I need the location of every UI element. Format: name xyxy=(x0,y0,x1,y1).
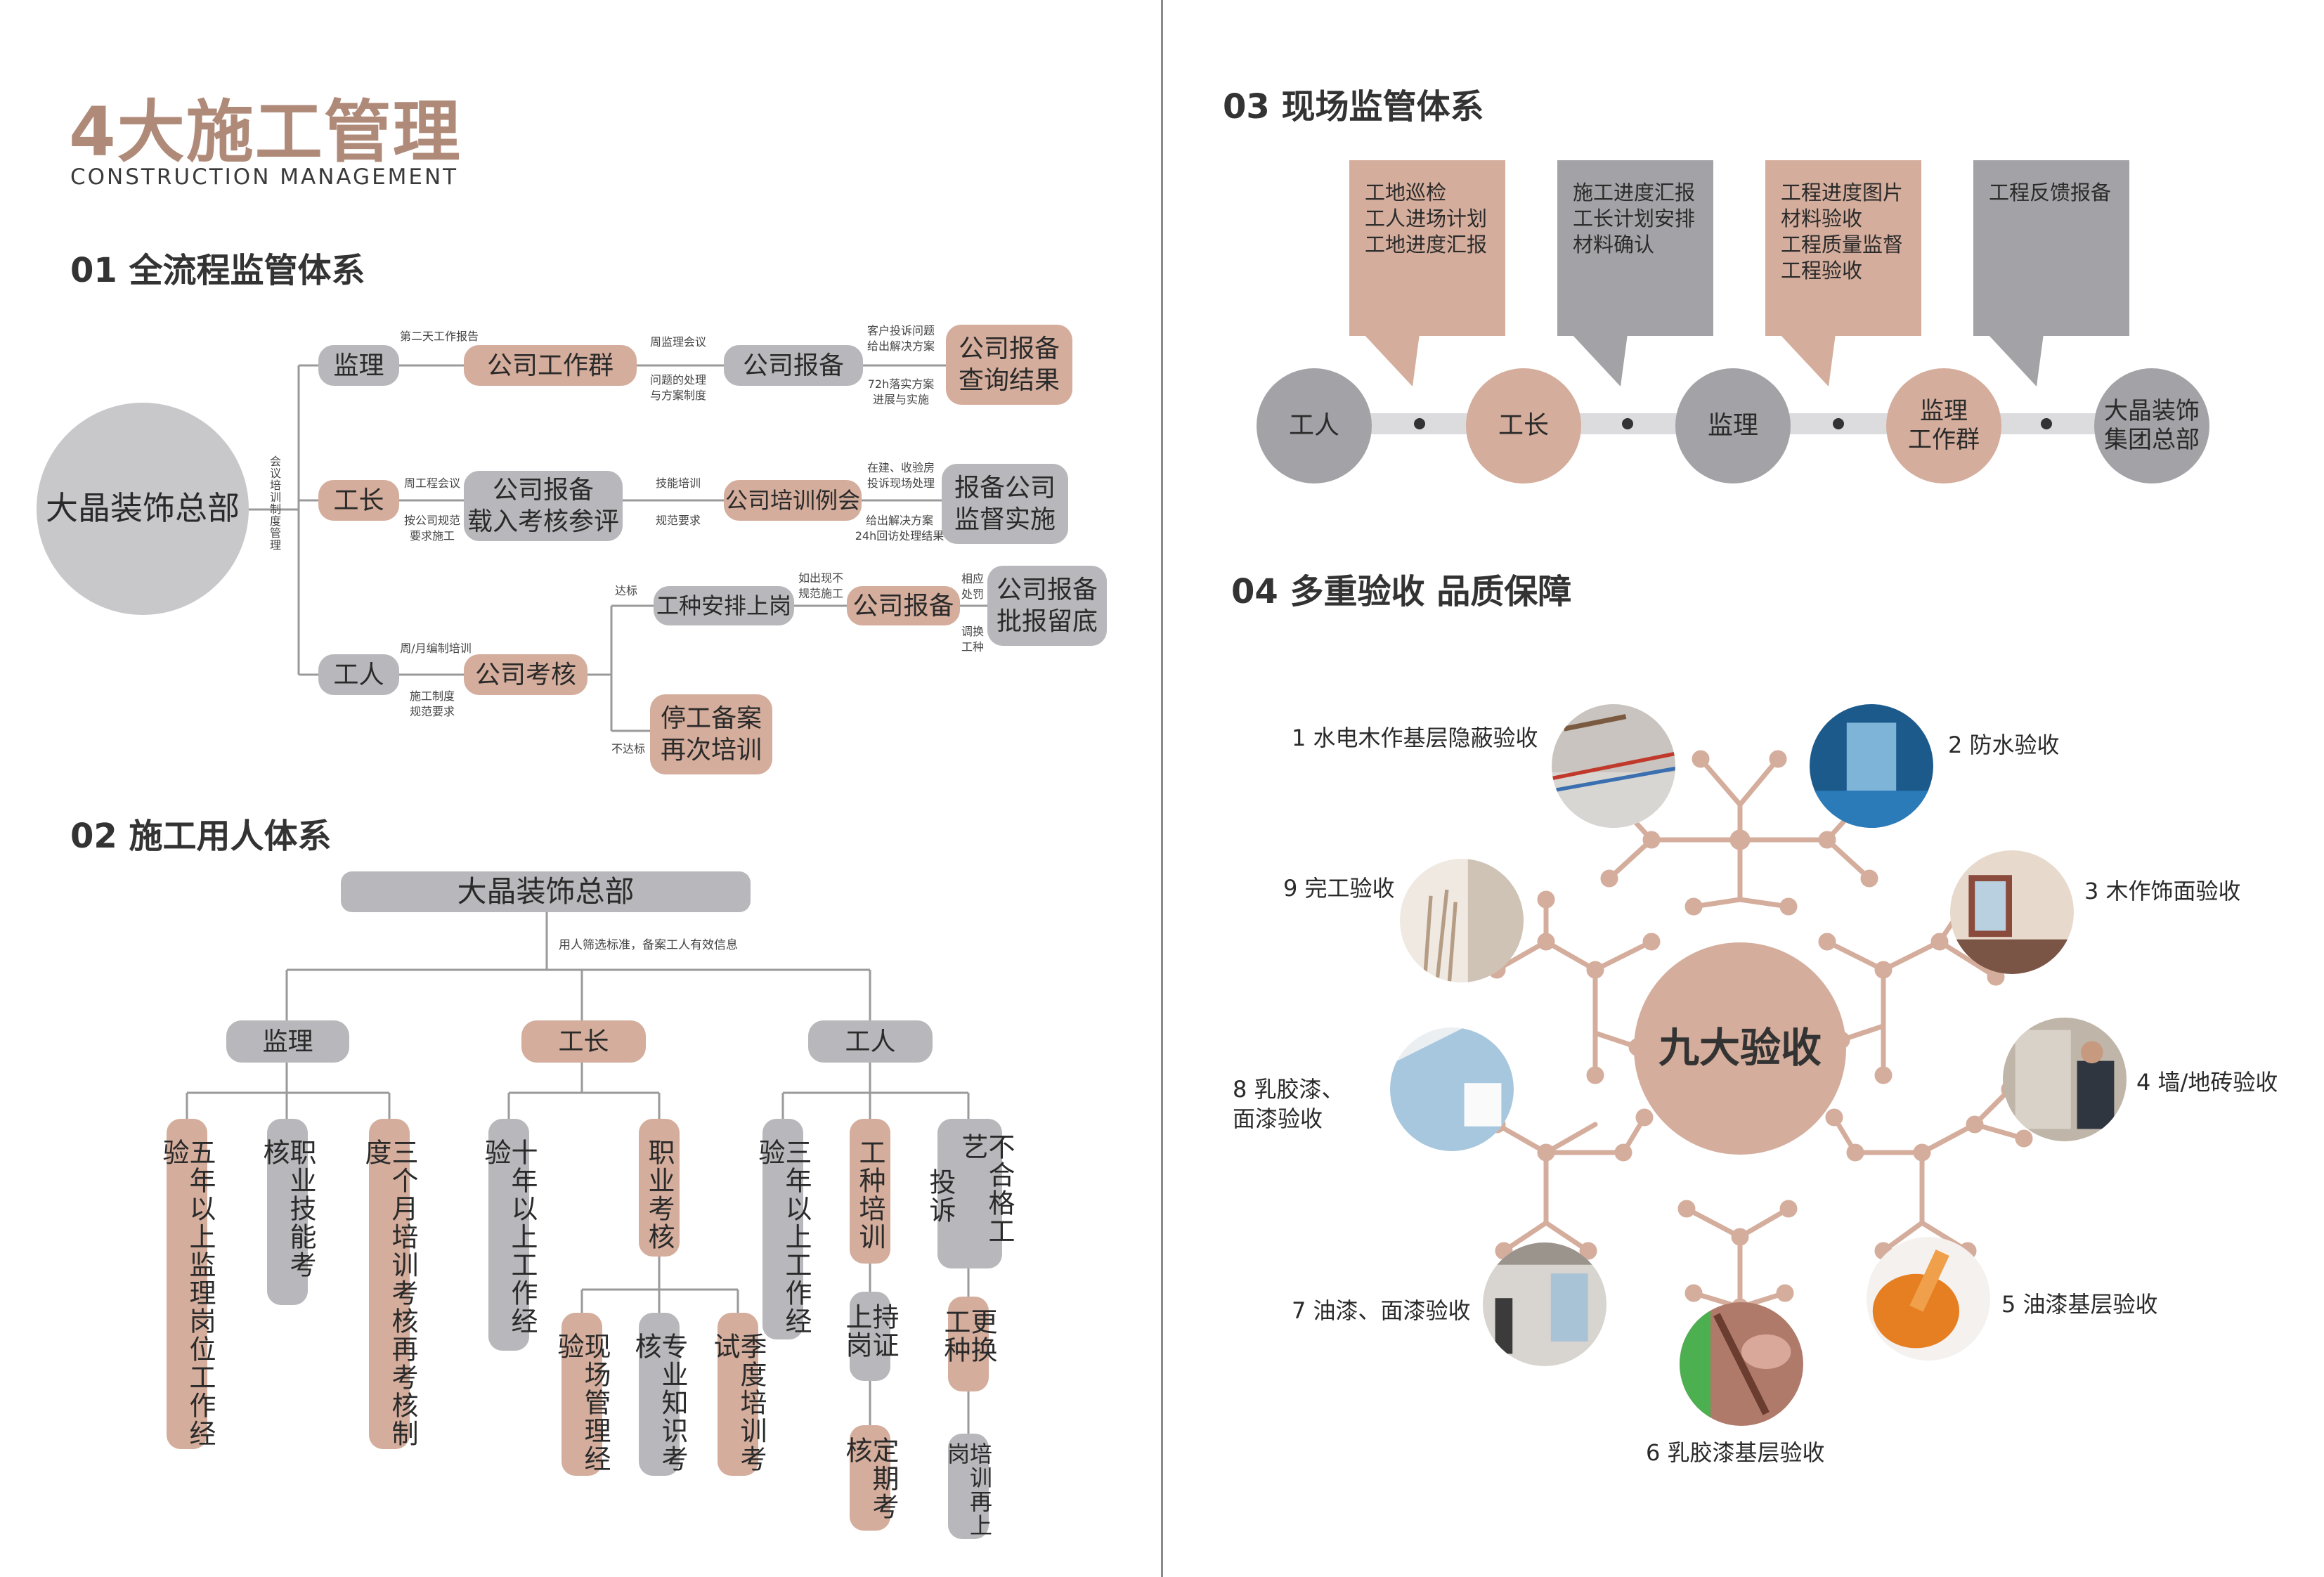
s02-jianli-item-3: 三个月培训考核再考核制度 xyxy=(361,1119,418,1449)
s01-r1-n2-top: 周监理会议 xyxy=(649,335,706,349)
s01-r1-note-top: 第二天工作报告 xyxy=(399,330,479,343)
s01-r2-n2-top: 技能培训 xyxy=(655,476,701,490)
s04-center-circle: 九大验收 xyxy=(1634,942,1846,1155)
s04-label-2: 2 防水验收 xyxy=(1948,732,2060,758)
s02-gongren-sub2-2: 培训再上岗 xyxy=(944,1434,993,1539)
s03-node-supervisor-group: 监理 工作群 xyxy=(1886,368,2001,484)
s01-r3-n1-top: 周/月编制培训 xyxy=(400,642,472,655)
s04-photo-5 xyxy=(1867,1237,1990,1361)
s02-role-gongzhang: 工长 xyxy=(521,1020,646,1063)
s01-r2-training: 公司培训例会 xyxy=(724,480,862,521)
s02-gongren-item-1: 三年以上工作经验 xyxy=(754,1119,812,1339)
s02-gongren-item-2: 工种培训 xyxy=(850,1119,890,1264)
s04-label-9: 9 完工验收 xyxy=(1283,875,1395,902)
s02-gongren-sub1-2: 定期考核 xyxy=(841,1425,899,1531)
s01-r2-n3-top: 在建、收验房 投诉现场处理 xyxy=(866,461,935,490)
s02-gongren-item-3: 投诉 不合格工艺 xyxy=(925,1119,1015,1268)
s04-photo-9 xyxy=(1400,859,1524,982)
s04-label-1: 1 水电木作基层隐蔽验收 xyxy=(1292,725,1538,751)
s02-gongren-sub1-1: 持证上岗 xyxy=(841,1292,899,1381)
s04-label-7: 7 油漆、面漆验收 xyxy=(1292,1297,1471,1324)
s01-r1-n2-bot: 问题的处理 与方案制度 xyxy=(649,373,706,402)
s01-r1-n3-top: 客户投诉问题 给出解决方案 xyxy=(866,324,935,353)
s04-photo-2 xyxy=(1810,704,1933,828)
s01-r2-n3-bot: 给出解决方案 24h回访处理结果 xyxy=(855,514,944,543)
s01-r2-n2-bot: 规范要求 xyxy=(655,514,701,527)
s01-r3-record: 公司报备 批报留底 xyxy=(987,566,1107,646)
s03-node-hq: 大晶装饰 集团总部 xyxy=(2094,368,2209,484)
s01-r3-fail: 不达标 xyxy=(611,742,645,755)
s03-box-1: 工地巡检 工人进场计划 工地进度汇报 xyxy=(1349,160,1505,336)
s02-jianli-item-2: 职业技能考核 xyxy=(259,1119,316,1305)
s01-r1-company-group: 公司工作群 xyxy=(464,345,637,386)
s01-role-gongzhang: 工长 xyxy=(318,480,399,521)
s04-photo-6 xyxy=(1680,1302,1803,1426)
s01-r2-report-assess: 公司报备 载入考核参评 xyxy=(464,471,623,541)
s02-complaint: 投诉 xyxy=(925,1168,956,1224)
s01-r3-n1-bot: 施工制度 规范要求 xyxy=(409,689,455,718)
s02-note: 用人筛选标准，备案工人有效信息 xyxy=(559,938,738,952)
s01-r2-n1-bot: 按公司规范 要求施工 xyxy=(403,514,460,543)
s03-box-3: 工程进度图片 材料验收 工程质量监督 工程验收 xyxy=(1765,160,1921,336)
s01-r3-report: 公司报备 xyxy=(847,586,960,625)
page-subtitle: CONSTRUCTION MANAGEMENT xyxy=(70,164,459,190)
s01-r2-n1-top: 周工程会议 xyxy=(403,476,460,490)
s02-unqualified: 不合格工艺 xyxy=(957,1133,1015,1245)
s04-label-3: 3 木作饰面验收 xyxy=(2084,878,2241,904)
s04-photo-4 xyxy=(2003,1018,2127,1141)
s01-r3-n3: 如出现不 规范施工 xyxy=(798,571,843,600)
s01-r1-company-report: 公司报备 xyxy=(724,345,863,386)
s01-r3-arrange: 工种安排上岗 xyxy=(654,586,794,625)
s02-gongzhang-item-2: 职业考核 xyxy=(639,1119,680,1257)
s01-r1-report-result: 公司报备 查询结果 xyxy=(946,325,1072,405)
s03-node-worker: 工人 xyxy=(1257,368,1372,484)
s01-vertical-note: 会议培训制度管理 xyxy=(268,455,281,551)
s04-label-5: 5 油漆基层验收 xyxy=(2001,1291,2158,1318)
s03-box-4: 工程反馈报备 xyxy=(1973,160,2129,336)
s04-photo-1 xyxy=(1552,704,1675,828)
s04-label-4: 4 墙/地砖验收 xyxy=(2136,1069,2278,1096)
s04-photo-7 xyxy=(1483,1242,1606,1366)
s01-r3-n4-bot: 调换 工种 xyxy=(961,625,984,654)
s02-gongzhang-sub-1: 现场管理经验 xyxy=(553,1313,611,1476)
s01-r3-pass: 达标 xyxy=(614,584,637,597)
s02-gongzhang-sub-3: 季度培训考试 xyxy=(709,1313,767,1476)
s02-gongzhang-item-1: 十年以上工作经验 xyxy=(480,1119,538,1351)
page-divider xyxy=(1161,0,1163,1577)
section-02-title: 02 施工用人体系 xyxy=(70,817,332,856)
page-title: 4大施工管理 xyxy=(69,93,462,171)
s03-node-foreman: 工长 xyxy=(1466,368,1581,484)
s02-role-jianli: 监理 xyxy=(226,1020,349,1063)
s01-r3-assess: 公司考核 xyxy=(464,654,588,695)
s01-r2-supervise: 报备公司 监督实施 xyxy=(942,464,1068,544)
section-04-title: 04 多重验收 品质保障 xyxy=(1231,572,1572,611)
s02-hq-bar: 大晶装饰总部 xyxy=(341,871,751,912)
s01-r1-n3-bot: 72h落实方案 进展与实施 xyxy=(867,377,935,406)
section-01-title: 01 全流程监管体系 xyxy=(70,251,365,290)
s04-photo-8 xyxy=(1390,1027,1514,1151)
s01-r3-stop-retrain: 停工备案 再次培训 xyxy=(650,694,772,774)
s02-gongren-sub2-1: 更换工种 xyxy=(940,1297,997,1391)
s01-role-gongren: 工人 xyxy=(318,654,399,695)
section-03-title: 03 现场监管体系 xyxy=(1223,87,1484,126)
s04-photo-3 xyxy=(1950,850,2074,974)
s02-jianli-item-1: 五年以上监理岗位工作经验 xyxy=(158,1119,216,1449)
s03-box-2: 施工进度汇报 工长计划安排 材料确认 xyxy=(1557,160,1713,336)
s01-hq-circle: 大晶装饰总部 xyxy=(37,403,249,615)
s02-role-gongren: 工人 xyxy=(808,1020,933,1063)
s01-role-jianli: 监理 xyxy=(318,345,399,386)
s01-r3-n4-top: 相应 处罚 xyxy=(961,572,984,601)
s04-label-6: 6 乳胶漆基层验收 xyxy=(1646,1439,1825,1466)
s03-node-supervisor: 监理 xyxy=(1675,368,1791,484)
s02-gongzhang-sub-2: 专业知识考核 xyxy=(630,1313,688,1476)
s04-label-8: 8 乳胶漆、 面漆验收 xyxy=(1233,1076,1344,1132)
